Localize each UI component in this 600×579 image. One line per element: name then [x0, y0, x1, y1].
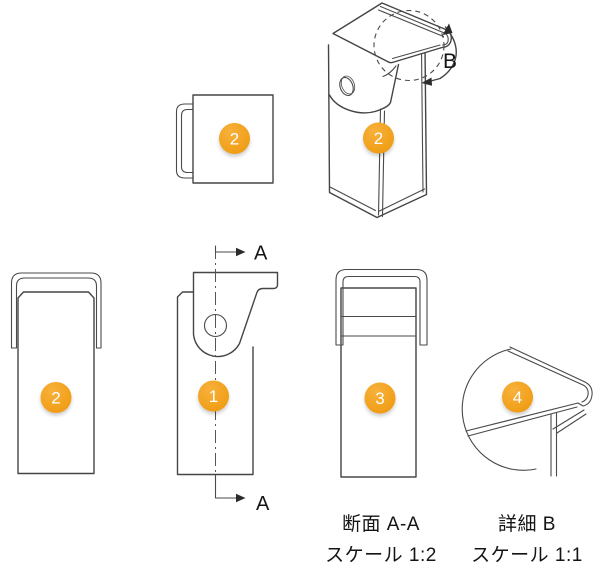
balloon-circle [363, 122, 394, 154]
balloon-front-view[interactable]: 1 [198, 380, 229, 415]
balloon-circle [40, 382, 72, 413]
view-section[interactable] [335, 268, 428, 478]
plate-near-edge-1 [465, 402, 579, 432]
section-arrowhead-bottom [236, 493, 246, 503]
plate-far-edge-1 [509, 346, 586, 383]
hatched-body-block [340, 335, 417, 478]
plate-far-edge-2 [507, 350, 584, 386]
balloon-section-view[interactable]: 3 [364, 382, 396, 417]
detail-caption: 詳細 B スケール 1:1 [427, 509, 600, 571]
hole [339, 76, 354, 97]
detail-b-circle [373, 9, 445, 82]
hatched-top-block [340, 287, 417, 318]
body-outline [176, 291, 254, 476]
balloon-circle [364, 382, 396, 414]
tab-bend-line [382, 65, 397, 78]
plate-near-edge-2 [467, 406, 578, 437]
section-caption-title: 断面 A-A [342, 514, 420, 535]
bottom-chamfer-right [378, 188, 426, 212]
right-edge-line [420, 48, 424, 193]
clip-outer [10, 272, 102, 349]
tab-bottom-curve [328, 63, 400, 114]
detail-b-arrowhead-top [442, 23, 453, 35]
balloon-detail-view[interactable]: 4 [502, 381, 533, 416]
section-arrow-top [214, 245, 237, 253]
lip-edge-2 [556, 413, 587, 434]
balloon-isometric-view[interactable]: 2 [363, 122, 394, 157]
detail-caption-scale: スケール 1:1 [471, 545, 583, 566]
tab-outline [192, 271, 279, 358]
clip-inner [15, 277, 98, 349]
detail-b-leader-arc [428, 26, 457, 83]
balloon-number: 2 [51, 389, 60, 408]
balloon-side-view[interactable]: 2 [40, 382, 72, 416]
body-outline [327, 44, 428, 219]
detail-boundary-arc [461, 348, 537, 471]
balloon-top-view[interactable]: 2 [219, 123, 250, 157]
clip-handle-outer [175, 103, 194, 179]
section-caption-scale: スケール 1:2 [325, 545, 437, 566]
balloon-circle [502, 381, 533, 413]
balloon-circle [198, 380, 229, 412]
plate-near-fold [391, 44, 441, 60]
detail-b-arrowhead-end [421, 77, 432, 86]
section-arrow-bottom [214, 474, 237, 499]
plate-fold-line-1 [379, 5, 447, 35]
hole-thickness [340, 75, 356, 95]
balloon-number: 1 [209, 387, 218, 406]
balloon-number: 2 [374, 129, 383, 148]
balloon-number: 3 [375, 389, 384, 408]
lip-edge-1 [552, 409, 585, 430]
balloon-number: 4 [513, 388, 522, 407]
clip-handle-inner [180, 108, 194, 174]
balloon-circle [219, 123, 250, 154]
view-isometric[interactable]: B [327, 2, 458, 219]
section-label-bottom: A [256, 493, 270, 515]
view-front[interactable]: A A [176, 243, 279, 516]
view-side[interactable] [10, 272, 102, 475]
hem-outer [577, 381, 593, 407]
section-arrowhead-top [236, 247, 246, 257]
section-label-top: A [254, 243, 268, 265]
detail-caption-title: 詳細 B [498, 514, 556, 535]
balloon-number: 2 [230, 130, 239, 149]
hem-inner [581, 384, 589, 403]
clip-strip-section [335, 268, 428, 346]
section-caption: 断面 A-A スケール 1:2 [281, 509, 481, 571]
detail-b-label: B [443, 50, 457, 73]
view-detail[interactable] [461, 346, 593, 477]
plate-hem-inner [441, 32, 449, 46]
plate-fold-line-2 [377, 9, 445, 38]
bottom-chamfer-left [329, 186, 377, 212]
